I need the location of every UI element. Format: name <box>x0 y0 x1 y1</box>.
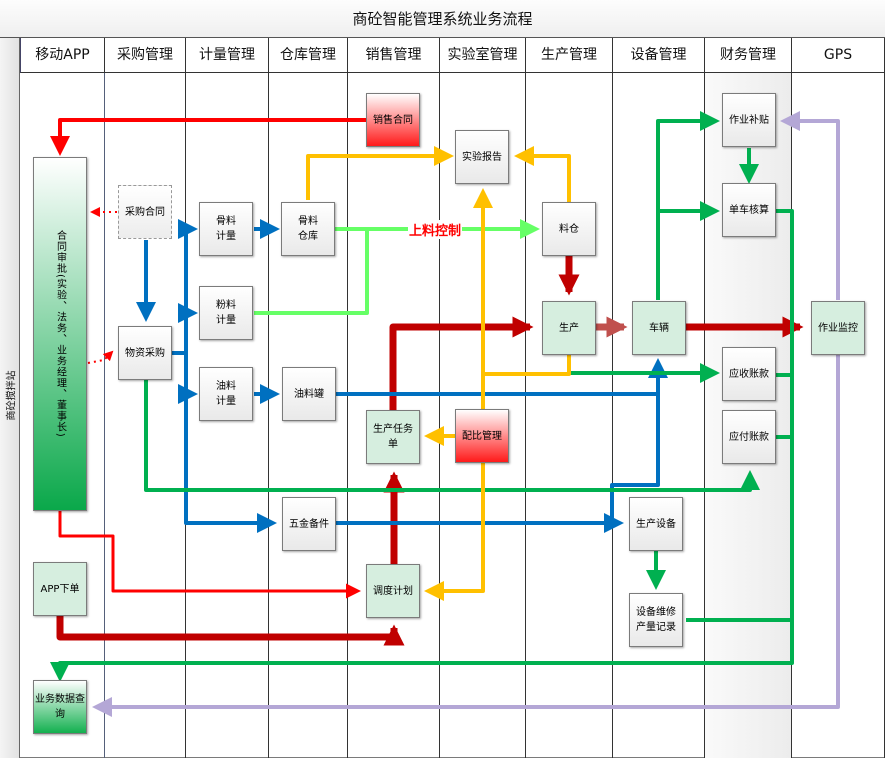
connector-vehicle-to-subsidy <box>656 111 720 300</box>
node-material-purchase[interactable]: 物资采购 <box>118 326 172 380</box>
lane-mobile-app <box>20 73 105 758</box>
connector-approval-to-dispatch <box>58 510 361 599</box>
node-lab-report[interactable]: 实验报告 <box>455 130 509 184</box>
lane-production <box>526 73 613 758</box>
lane-header-mobile-app: 移动APP <box>20 38 105 73</box>
connector-equipment-link <box>610 394 660 523</box>
node-oil-tank[interactable]: 油料罐 <box>282 367 336 421</box>
node-material-bin[interactable]: 料仓 <box>542 202 596 256</box>
node-sales-contract[interactable]: 销售合同 <box>366 93 420 147</box>
node-powder-metering[interactable]: 粉料计量 <box>199 286 253 340</box>
lane-header-metering: 计量管理 <box>186 38 269 73</box>
lane-header-finance: 财务管理 <box>705 38 792 73</box>
node-dispatch-plan[interactable]: 调度计划 <box>366 564 420 618</box>
lane-header-equipment: 设备管理 <box>613 38 705 73</box>
connector-sales-contract-to-approval <box>50 118 366 156</box>
lane-header-warehouse: 仓库管理 <box>269 38 348 73</box>
lane-header-purchase: 采购管理 <box>105 38 186 73</box>
node-receivables[interactable]: 应收账款 <box>722 347 776 401</box>
node-contract-approval[interactable]: 合同审批(实验、法务、业务经理、董事长) <box>33 157 87 511</box>
lane-equipment <box>613 73 705 758</box>
connector-monitoring-to-subsidy <box>780 111 840 300</box>
connector-mix-to-dispatch <box>424 463 485 601</box>
connector-finance-bus <box>50 209 794 682</box>
lane-metering <box>186 73 269 758</box>
node-production-task[interactable]: 生产任务单 <box>366 410 420 464</box>
diagram-title: 商砼智能管理系统业务流程 <box>0 0 885 38</box>
feed-control-label: 上料控制 <box>408 220 463 239</box>
node-aggregate-metering[interactable]: 骨料计量 <box>199 202 253 256</box>
connector-receivables-to-bus <box>686 373 792 622</box>
lane-header-production: 生产管理 <box>526 38 613 73</box>
connector-material-purchase-trunk <box>172 229 273 523</box>
lane-warehouse <box>269 73 348 758</box>
node-work-subsidy[interactable]: 作业补贴 <box>722 93 776 147</box>
side-strip: 商砼搅拌站 <box>0 38 20 758</box>
connector-task-to-production <box>389 316 534 410</box>
connector-warehouse-to-lab-report <box>306 146 454 200</box>
lane-header-sales: 销售管理 <box>348 38 440 73</box>
connector-powder-to-feed <box>254 229 369 315</box>
node-app-order[interactable]: APP下单 <box>33 562 87 616</box>
connector-production-to-mix <box>483 355 571 376</box>
node-business-data-query[interactable]: 业务数据查询 <box>33 680 87 734</box>
node-mix-management[interactable]: 配比管理 <box>455 409 509 463</box>
lane-header-lab: 实验室管理 <box>440 38 526 73</box>
node-equipment-maintenance[interactable]: 设备维修产量记录 <box>629 593 683 647</box>
node-vehicle[interactable]: 车辆 <box>632 301 686 355</box>
node-job-monitoring[interactable]: 作业监控 <box>811 301 865 355</box>
lane-gps <box>792 73 885 758</box>
connector-bin-to-lab-report <box>514 146 571 202</box>
connector-material-to-payables <box>144 380 760 492</box>
node-production-equipment[interactable]: 生产设备 <box>629 497 683 551</box>
node-payables[interactable]: 应付账款 <box>722 410 776 464</box>
node-vehicle-accounting[interactable]: 单车核算 <box>722 183 776 237</box>
lane-sales <box>348 73 440 758</box>
lane-lab <box>440 73 526 758</box>
connector-monitoring-to-query <box>92 355 840 717</box>
connector-oil-tank-to-vehicle <box>336 358 668 396</box>
connector-approval-to-purchase-dotted <box>87 350 114 364</box>
node-hardware-parts[interactable]: 五金备件 <box>282 497 336 551</box>
lane-header-gps: GPS <box>792 38 885 73</box>
connector-app-order-to-dispatch <box>56 615 405 646</box>
node-production[interactable]: 生产 <box>542 301 596 355</box>
node-purchase-contract[interactable]: 采购合同 <box>118 185 172 239</box>
node-aggregate-warehouse[interactable]: 骨料仓库 <box>281 202 335 256</box>
node-oil-metering[interactable]: 油料计量 <box>199 367 253 421</box>
